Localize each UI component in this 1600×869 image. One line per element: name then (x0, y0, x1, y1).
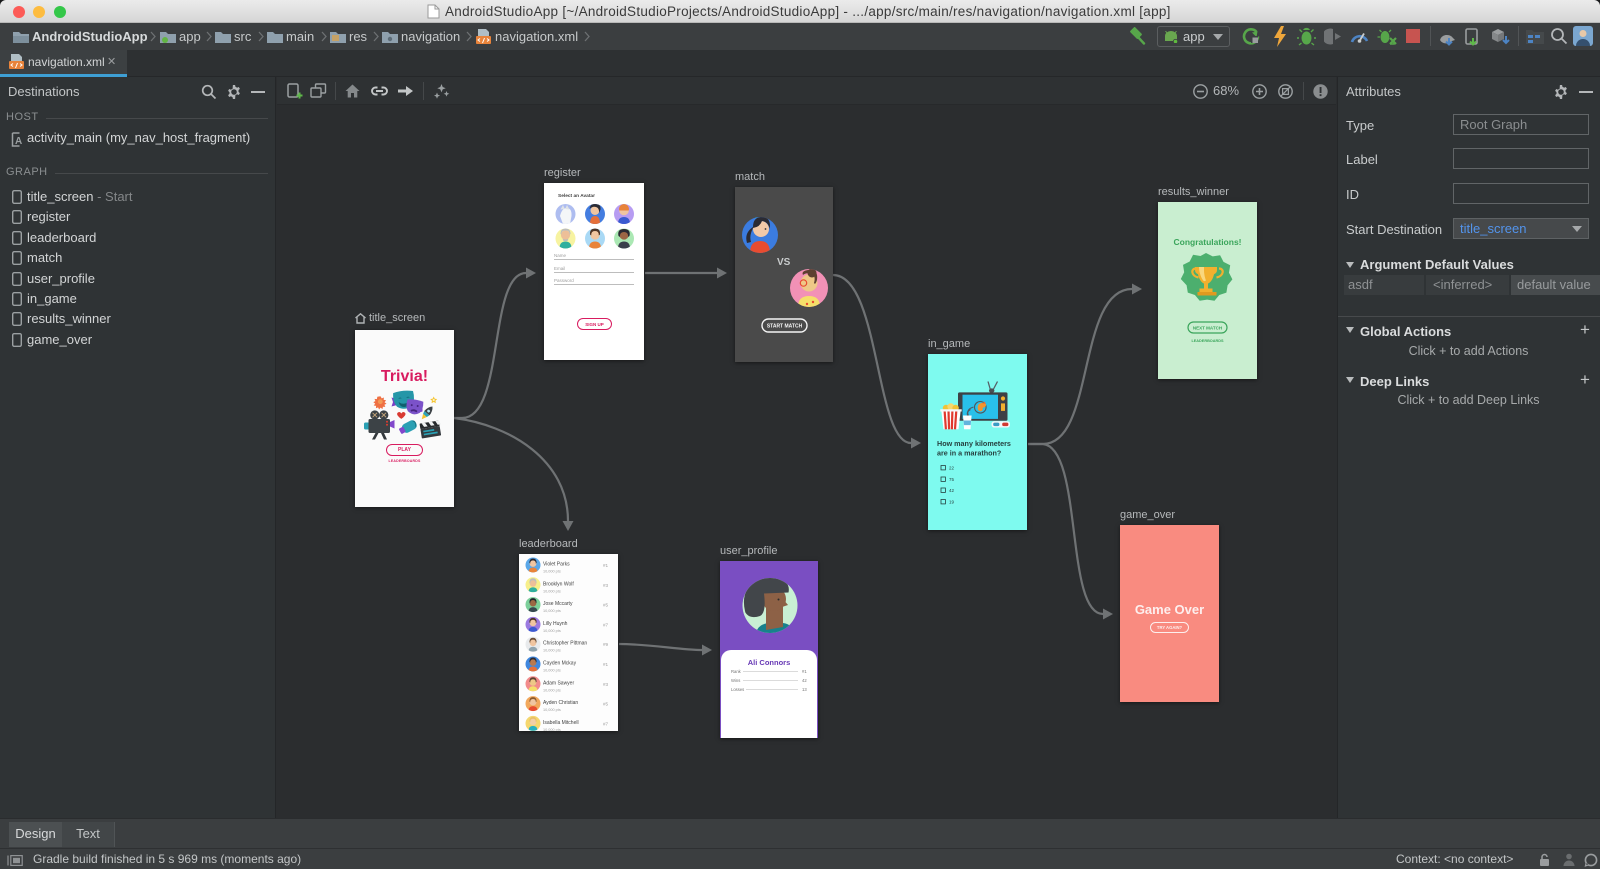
svg-text:10,000 pts: 10,000 pts (543, 669, 561, 673)
svg-text:Wins: Wins (731, 678, 740, 683)
svg-text:Jose Mccarty: Jose Mccarty (543, 601, 573, 607)
svg-text:Christopher Pittman: Christopher Pittman (543, 641, 587, 647)
svg-text:are in a marathon?: are in a marathon? (937, 449, 1001, 458)
svg-text:42: 42 (802, 678, 807, 683)
svg-text:#7: #7 (603, 622, 609, 627)
svg-text:75: 75 (949, 477, 955, 482)
svg-text:10,000 pts: 10,000 pts (543, 688, 561, 692)
svg-text:Brooklyn Wolf: Brooklyn Wolf (543, 581, 574, 587)
svg-text:A: A (15, 136, 22, 147)
svg-text:Losses: Losses (731, 687, 744, 692)
svg-text:#1: #1 (603, 662, 609, 667)
svg-text:10,000 pts: 10,000 pts (543, 570, 561, 574)
svg-text:#3: #3 (603, 682, 609, 687)
svg-text:#5: #5 (603, 603, 609, 608)
svg-text:10,000 pts: 10,000 pts (543, 629, 561, 633)
svg-text:#9: #9 (603, 642, 609, 647)
svg-text:#1: #1 (603, 563, 609, 568)
svg-text:Congratulations!: Congratulations! (1174, 237, 1242, 247)
svg-text:#1: #1 (802, 669, 807, 674)
svg-text:Isabella Mitchell: Isabella Mitchell (543, 720, 579, 726)
svg-text:Ali Connors: Ali Connors (748, 658, 791, 667)
svg-text:19: 19 (949, 500, 955, 505)
svg-text:10,000 pts: 10,000 pts (543, 589, 561, 593)
svg-text:13: 13 (802, 687, 807, 692)
svg-text:LEADERBOARDS: LEADERBOARDS (1191, 339, 1224, 343)
svg-text:Ayden Christian: Ayden Christian (543, 700, 578, 706)
svg-text:10,000 pts: 10,000 pts (543, 728, 561, 731)
svg-text:42: 42 (949, 488, 955, 493)
svg-text:22: 22 (949, 466, 955, 471)
svg-text:Cayden Mckay: Cayden Mckay (543, 661, 577, 667)
svg-text:NEXT MATCH: NEXT MATCH (1193, 326, 1222, 331)
svg-text:Adam Sawyer: Adam Sawyer (543, 680, 574, 686)
svg-text:10,000 pts: 10,000 pts (543, 649, 561, 653)
svg-text:#7: #7 (603, 721, 609, 726)
svg-text:Lilly Huynh: Lilly Huynh (543, 621, 568, 627)
svg-text:#3: #3 (603, 583, 609, 588)
svg-text:VS: VS (777, 257, 791, 268)
svg-text:How many kilometers: How many kilometers (937, 439, 1011, 448)
svg-text:#5: #5 (603, 702, 609, 707)
svg-text:10,000 pts: 10,000 pts (543, 609, 561, 613)
svg-text:Rank: Rank (731, 669, 742, 674)
svg-text:START MATCH: START MATCH (767, 324, 803, 330)
svg-text:10,000 pts: 10,000 pts (543, 708, 561, 712)
svg-text:Violet Parks: Violet Parks (543, 562, 570, 568)
